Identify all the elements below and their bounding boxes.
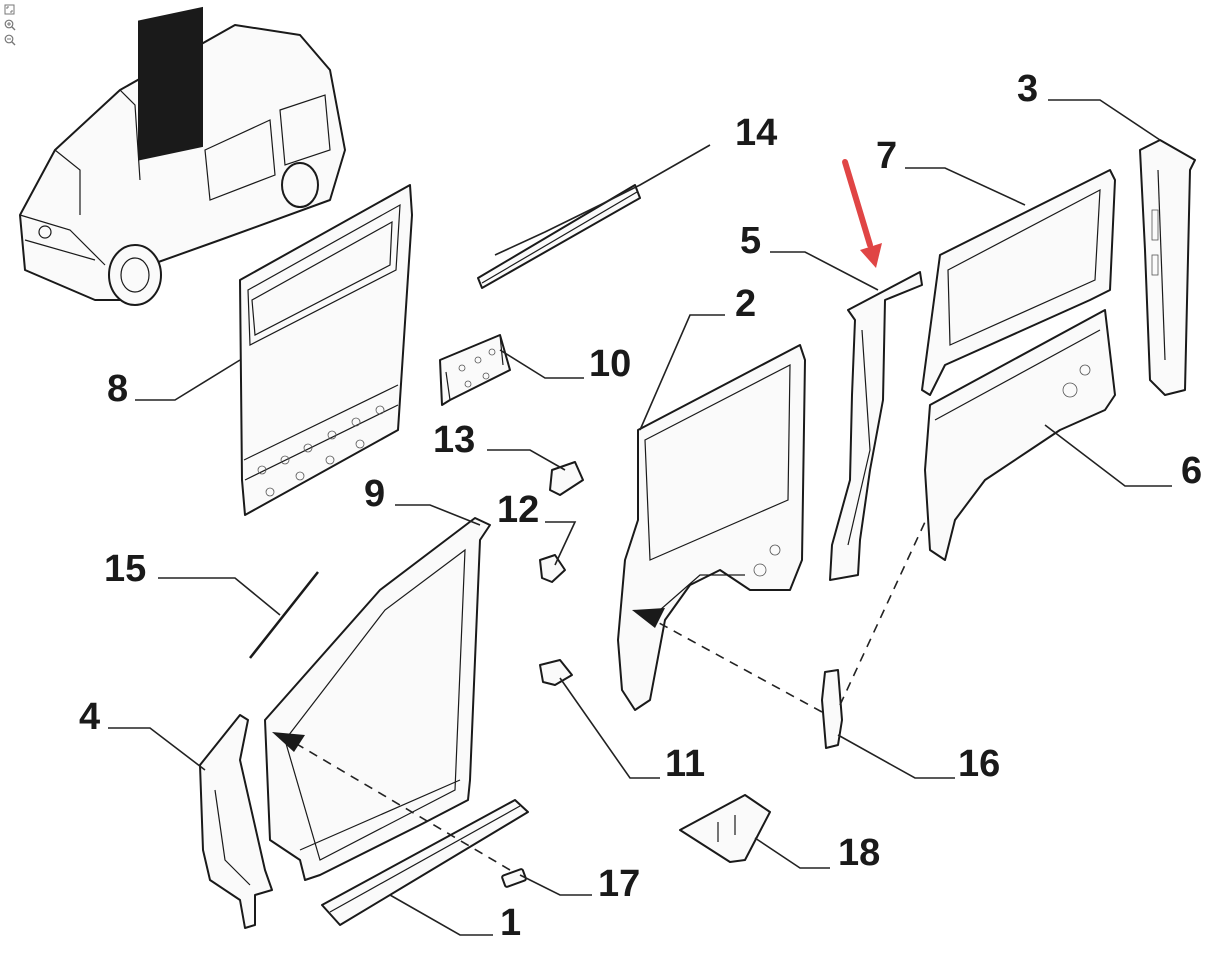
callout-14[interactable]: 14 (735, 112, 777, 154)
callout-11[interactable]: 11 (665, 743, 705, 785)
callout-2[interactable]: 2 (735, 283, 756, 325)
van-overview (19, 6, 346, 306)
assembly-arrowhead (632, 608, 665, 628)
callout-10[interactable]: 10 (589, 343, 631, 385)
callout-12[interactable]: 12 (497, 489, 539, 531)
part-2-inner-panel[interactable] (617, 344, 806, 711)
part-12-bracket[interactable] (539, 554, 566, 583)
part-10-bracket[interactable] (439, 334, 511, 406)
callout-4[interactable]: 4 (79, 696, 100, 738)
side-opening-shade (138, 6, 203, 161)
part-13-clip[interactable] (549, 461, 584, 496)
callout-5[interactable]: 5 (740, 220, 761, 262)
callout-6[interactable]: 6 (1181, 450, 1202, 492)
part-3-rear-pillar[interactable] (1139, 139, 1196, 396)
part-17-bolt[interactable] (501, 868, 527, 888)
callout-8[interactable]: 8 (107, 368, 128, 410)
leader-lines (108, 99, 1172, 936)
callout-3[interactable]: 3 (1017, 68, 1038, 110)
callout-labels: 3 7 14 5 2 10 8 13 6 9 12 15 4 11 16 18 … (79, 68, 1202, 944)
part-9-door-frame[interactable] (264, 517, 491, 881)
callout-17[interactable]: 17 (598, 863, 640, 905)
assembly-lines (272, 521, 926, 871)
part-6-rear-quarter[interactable] (924, 309, 1116, 561)
part-16-bracket[interactable] (821, 669, 843, 749)
callout-16[interactable]: 16 (958, 743, 1000, 785)
part-7-window-frame[interactable] (921, 169, 1116, 396)
callout-1[interactable]: 1 (500, 902, 521, 944)
zoom-in-icon[interactable] (3, 18, 16, 31)
viewer-toolbar (3, 3, 17, 46)
part-14-rail[interactable] (477, 184, 641, 289)
callout-18[interactable]: 18 (838, 832, 880, 874)
part-11-bracket[interactable] (539, 659, 573, 686)
zoom-out-icon[interactable] (3, 33, 16, 46)
fit-page-icon[interactable] (3, 3, 16, 16)
part-15-strip[interactable] (249, 571, 319, 659)
part-5-pillar[interactable] (829, 271, 923, 581)
callout-13[interactable]: 13 (433, 419, 475, 461)
highlight-arrow (842, 159, 882, 268)
callout-7[interactable]: 7 (876, 135, 897, 177)
part-18-plate[interactable] (679, 794, 771, 863)
assembly-arrowhead (272, 732, 305, 752)
callout-15[interactable]: 15 (104, 548, 146, 590)
callout-9[interactable]: 9 (364, 473, 385, 515)
part-8-side-panel[interactable] (239, 184, 413, 516)
part-4-a-pillar-lower[interactable] (199, 714, 273, 929)
